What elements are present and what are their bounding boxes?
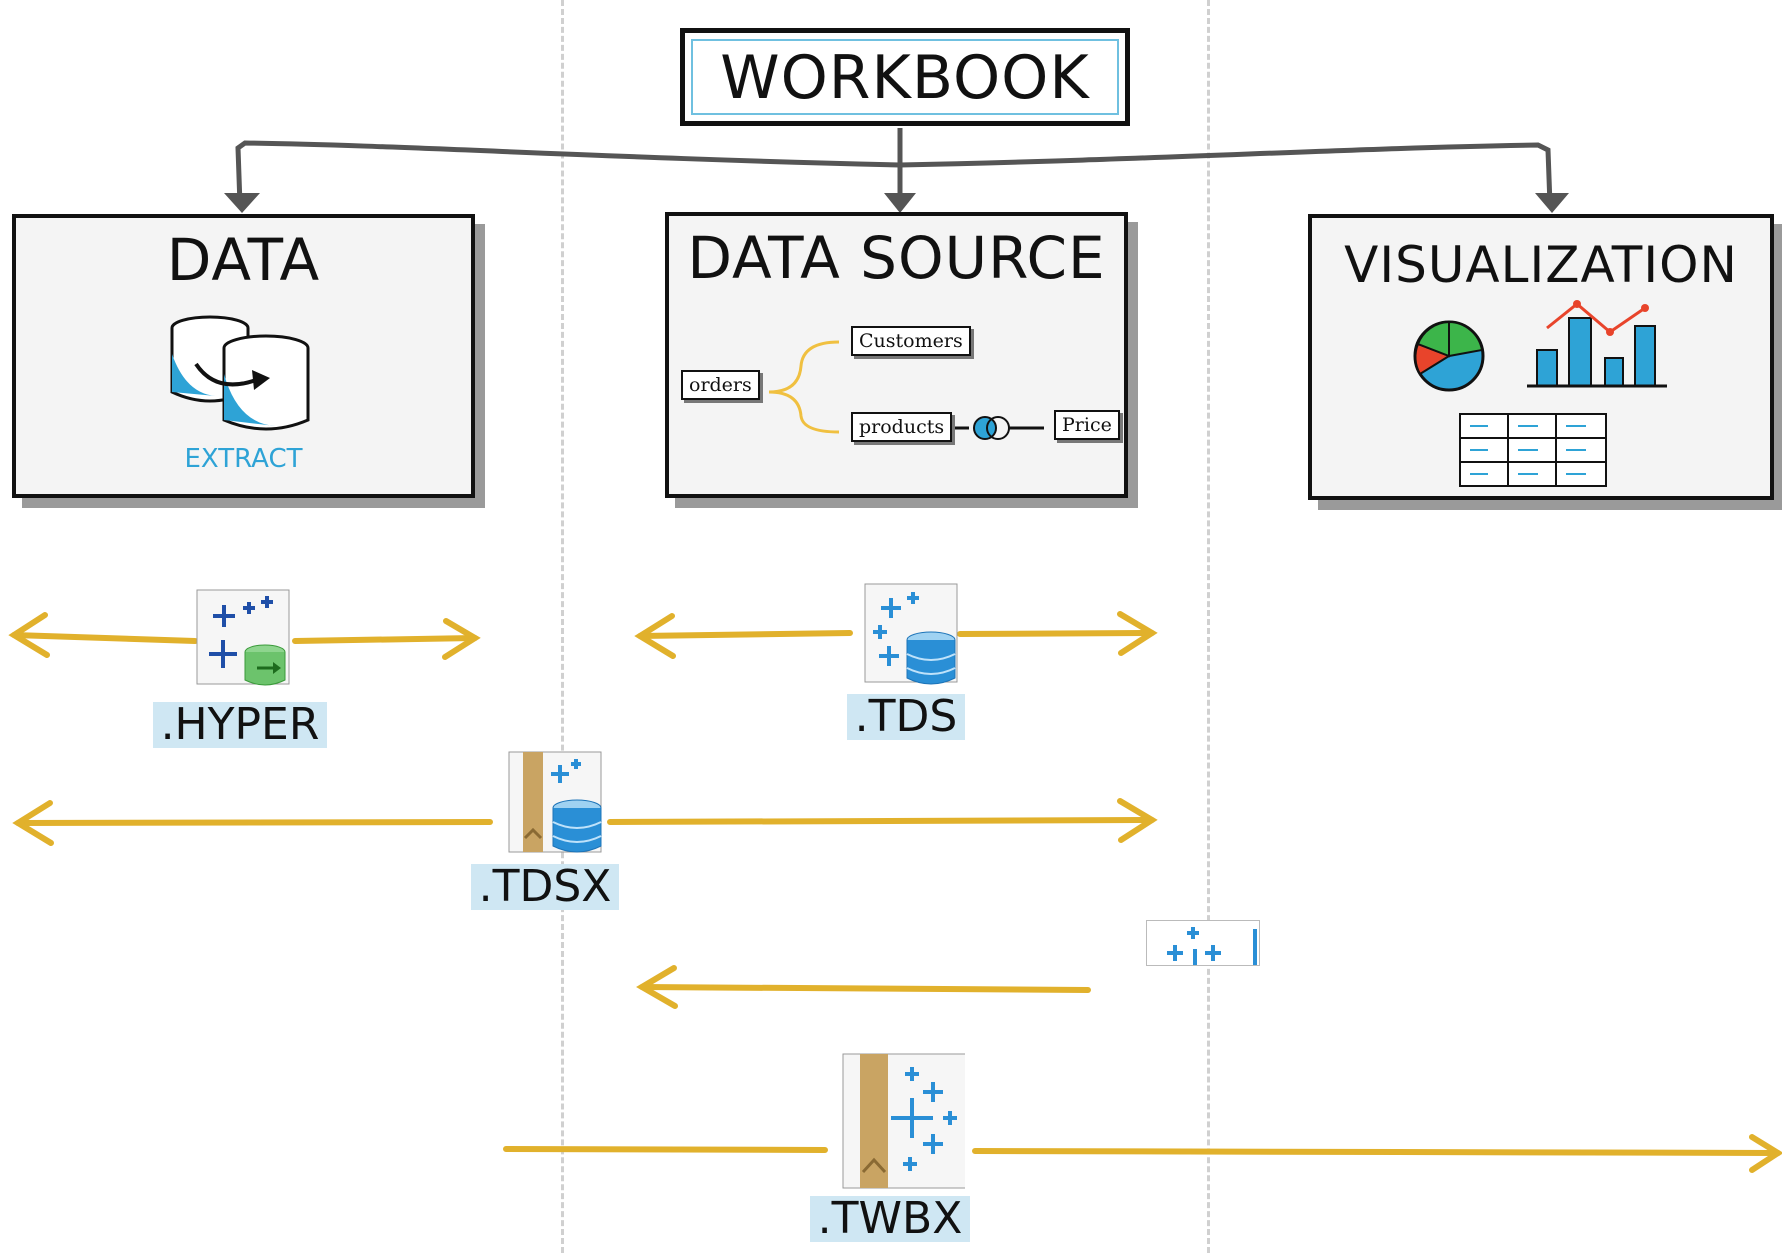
hyper-file: .HYPER [150,588,330,748]
workbook-title: WORKBOOK [720,43,1090,113]
bar-line-chart-icon [1527,300,1667,388]
visualization-box-title: VISUALIZATION [1344,236,1738,294]
visualization-box: VISUALIZATION [1308,214,1774,500]
scope-arrow-hyper [8,612,481,660]
connector-to-visualization [899,142,1553,206]
scope-arrow-twbx [503,1134,1782,1173]
pie-chart-icon [1413,320,1485,392]
hyper-label: .HYPER [152,702,328,748]
twb-file [1146,920,1260,966]
arrowhead-visualization [1535,193,1569,213]
data-source-box-title: DATA SOURCE [687,224,1106,292]
crosstab-table-icon [1459,413,1607,487]
data-box: DATA EXTRACT [12,214,475,498]
tableau-packaged-workbook-icon [842,1053,980,1189]
data-source-box: DATA SOURCE orders Customers products Pr… [665,212,1128,498]
workbook-box-inner [691,39,1119,115]
table-products: products [851,412,953,442]
tdsx-file: .TDSX [470,750,620,910]
table-orders: orders [681,370,760,400]
scope-arrow-tdsx [12,798,1158,846]
twbx-file: .TWBX [800,1052,980,1242]
tds-label: .TDS [846,694,966,740]
tdsx-label: .TDSX [470,864,620,910]
tableau-workbook-icon [1167,927,1257,965]
extract-label: EXTRACT [184,444,303,474]
connector-to-data [235,140,901,206]
scope-arrow-tds [634,611,1158,659]
tableau-packaged-datasource-icon [508,751,602,853]
tableau-hyper-file-icon [196,589,290,686]
arrowhead-data [224,193,260,213]
arrowhead-datasource [884,193,916,213]
database-extract-icon [170,315,310,431]
column-divider-left [561,0,564,1253]
column-divider-right [1207,0,1210,1253]
workbook-box: WORKBOOK [680,28,1130,126]
tds-file: .TDS [836,582,976,740]
tableau-datasource-file-icon [864,583,958,685]
data-box-title: DATA [166,226,321,294]
table-customers: Customers [851,326,971,356]
visualization-icons [1413,300,1667,487]
scope-arrow-twb [636,965,1091,1009]
table-price: Price [1054,410,1120,440]
twbx-label: .TWBX [809,1196,971,1242]
